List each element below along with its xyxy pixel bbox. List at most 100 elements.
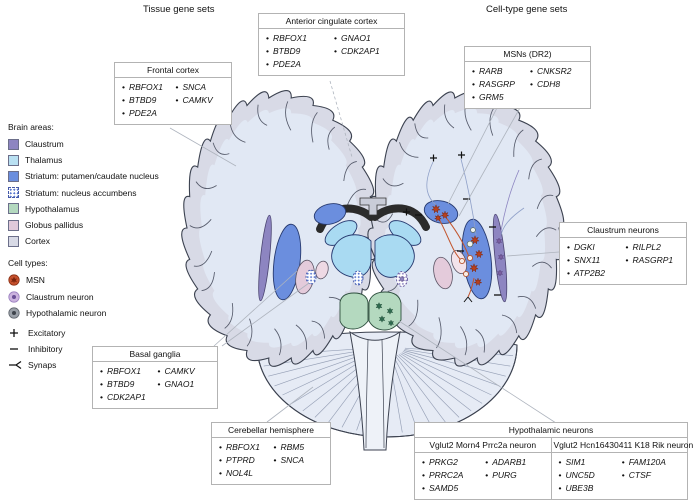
gene-list: •CNKSR2 •CDH8	[530, 65, 588, 105]
putamen	[272, 218, 493, 301]
gene-item: •CDH8	[530, 79, 561, 90]
legend-label: Excitatory	[28, 327, 66, 338]
gene-list: •RBFOX1•BTBD9•CDK2AP1	[100, 365, 158, 405]
gene-list: •DGKI•SNX11•ATP2B2	[567, 241, 626, 281]
box-title: Anterior cingulate cortex	[259, 14, 404, 29]
legend-label: Striatum: nucleus accumbens	[25, 187, 137, 198]
gene-item: •SNCA	[273, 455, 305, 466]
legend-label: Striatum: putamen/caudate nucleus	[25, 171, 159, 182]
box-title: Cerebellar hemisphere	[212, 423, 330, 438]
gene-list: •ADARB1•PURG	[485, 456, 548, 496]
brainstem	[349, 330, 401, 451]
legend-item-msn: MSN	[8, 272, 183, 288]
gene-list: •RBFOX1•PTPRD•NOL4L	[219, 441, 274, 481]
inhibitory-marks	[415, 198, 501, 296]
gene-list: •CAMKV •GNAO1	[158, 365, 216, 405]
thalamus-swatch	[8, 154, 19, 166]
legend-item-thalamus: Thalamus	[8, 152, 183, 168]
legend-label: Hypothalamic neuron	[26, 307, 107, 318]
gene-item: •DGKI	[567, 242, 595, 252]
gene-item: •BTBD9	[266, 46, 301, 57]
legend-item-striatum-putamen: Striatum: putamen/caudate nucleus	[8, 168, 183, 184]
legend-item-excitatory: Excitatory	[8, 325, 183, 341]
legend-label: Cortex	[25, 236, 51, 247]
box-basal-ganglia: Basal ganglia •RBFOX1•BTBD9•CDK2AP1 •CAM…	[92, 346, 218, 409]
gene-item: •GNAO1	[157, 379, 195, 390]
hypothalamus-swatch	[8, 203, 19, 215]
leader-lines	[169, 80, 560, 424]
box-anterior-cingulate-cortex: Anterior cingulate cortex •RBFOX1•BTBD9•…	[258, 13, 405, 76]
caudate-nucleus	[313, 200, 459, 225]
gene-item: •PURG	[485, 470, 517, 481]
box-title: Basal ganglia	[93, 347, 217, 362]
gene-item: •SIM1	[558, 457, 586, 467]
fornix	[359, 197, 387, 216]
box-claustrum-neurons: Claustrum neurons •DGKI•SNX11•ATP2B2 •RI…	[559, 222, 687, 285]
gene-list: •GNAO1 •CDK2AP1	[334, 32, 402, 72]
legend-label: Claustrum	[25, 139, 64, 150]
neuron-glyphs	[375, 203, 505, 327]
hypothalamic-neuron-icon	[8, 307, 20, 319]
gene-list: •RBFOX1•BTBD9•PDE2A	[122, 81, 176, 121]
legend-item-cortex: Cortex	[8, 233, 183, 249]
claustrum-swatch	[8, 138, 19, 150]
thalamus	[324, 220, 422, 278]
brain-areas-heading: Brain areas:	[8, 122, 54, 132]
gene-item: •CAMKV	[157, 366, 195, 376]
gene-item: •FAM120A	[621, 457, 666, 467]
cell-type-gene-sets-title: Cell-type gene sets	[486, 4, 568, 15]
gene-item: •CDK2AP1	[334, 46, 380, 57]
globus-pallidus	[295, 249, 468, 295]
legend-label: Claustrum neuron	[26, 291, 94, 302]
subcolumn-header: Vglut2 Morn4 Prrc2a neuron	[415, 438, 551, 453]
box-title: Claustrum neurons	[560, 223, 686, 238]
gene-item: •GRM5	[472, 92, 504, 103]
box-title: Frontal cortex	[115, 63, 231, 78]
claustrum-projection	[499, 169, 520, 238]
gene-item: •SAMD5	[422, 483, 459, 494]
legend-label: Inhibitory	[28, 344, 63, 355]
cortex-swatch	[8, 235, 19, 247]
gene-item: •PDE2A	[266, 59, 301, 70]
gene-item: •RASGRP	[472, 79, 515, 90]
subcolumn-header: Vglut2 Hcn16430411 K18 Rik neuron	[551, 438, 693, 453]
box-title: Hypothalamic neurons	[415, 423, 687, 438]
gene-item: •RBFOX1	[122, 82, 163, 92]
minus-icon	[10, 348, 18, 350]
legend-label: Thalamus	[25, 155, 63, 166]
gene-list: •RARB•RASGRP•GRM5	[472, 65, 530, 105]
gene-item: •CNKSR2	[530, 66, 572, 76]
gene-item: •ATP2B2	[567, 268, 606, 279]
gene-item: •PDE2A	[122, 108, 157, 119]
hypothalamus	[339, 291, 402, 331]
legend-item-striatum-accumbens: Striatum: nucleus accumbens	[8, 185, 183, 201]
gene-item: •RBFOX1	[266, 33, 307, 43]
legend-item-claustrum: Claustrum	[8, 136, 183, 152]
gene-item: •SNCA	[175, 82, 207, 92]
gene-item: •CDK2AP1	[100, 392, 146, 403]
gene-list: •RILPL2•RASGRP1	[626, 241, 685, 281]
legend-label: Globus pallidus	[25, 220, 84, 231]
tissue-gene-sets-title: Tissue gene sets	[143, 4, 215, 15]
gene-list: •RBFOX1 •BTBD9 •PDE2A	[266, 32, 334, 72]
gene-item: •CTSF	[621, 470, 651, 481]
legend-label: Hypothalamus	[25, 203, 80, 214]
synapse-fork-marks	[463, 296, 473, 303]
legend-item-claustrum-neuron: Claustrum neuron	[8, 289, 183, 305]
gene-item: •NOL4L	[219, 468, 253, 479]
synapse-terminals	[458, 254, 474, 278]
box-cerebellar-hemisphere: Cerebellar hemisphere •RBFOX1•PTPRD•NOL4…	[211, 422, 331, 485]
gene-list: •PRKG2•PRRC2A•SAMD5	[422, 456, 485, 496]
msn-projections	[437, 214, 475, 298]
gene-list: •SNCA•CAMKV	[176, 81, 230, 121]
gene-item: •UBE3B	[558, 483, 594, 494]
gene-item: •RBM5	[273, 442, 305, 452]
striatum-putamen-swatch	[8, 170, 19, 182]
legend-item-hypothalamus: Hypothalamus	[8, 201, 183, 217]
gene-item: •UNC5D	[558, 470, 595, 481]
legend-item-hypothalamic-neuron: Hypothalamic neuron	[8, 305, 183, 321]
legend-label: Synaps	[28, 360, 57, 371]
gene-item: •GNAO1	[334, 33, 371, 43]
legend-item-inhibitory: Inhibitory	[8, 341, 183, 357]
